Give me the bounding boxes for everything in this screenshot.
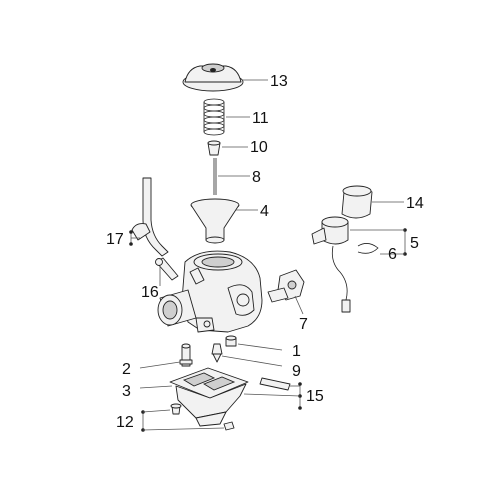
part-14-cap [341, 185, 373, 219]
callout-11: 11 [252, 110, 269, 127]
part-12-screws [170, 403, 235, 431]
part-8-needle [213, 158, 217, 195]
callout-4: 4 [260, 203, 269, 220]
callout-8: 8 [252, 169, 261, 186]
part-13-cover [182, 63, 244, 92]
part-16-screw [155, 257, 179, 281]
part-9-valve [211, 343, 223, 363]
part-6-clip [357, 243, 379, 254]
callout-1: 1 [292, 343, 301, 360]
part-2-holder [179, 343, 193, 367]
carburetor-body [157, 250, 263, 333]
callout-16: 16 [141, 284, 159, 301]
callout-17: 17 [106, 231, 124, 248]
leader-2 [139, 361, 181, 369]
leader-7 [294, 295, 304, 315]
callout-3: 3 [122, 383, 131, 400]
callout-7: 7 [299, 316, 308, 333]
leader-9 [221, 355, 283, 367]
leader-3 [139, 385, 173, 389]
callout-10: 10 [250, 139, 268, 156]
callout-13: 13 [270, 73, 288, 90]
callout-12: 12 [116, 414, 134, 431]
part-5-choke [311, 216, 351, 313]
part-11-spring [203, 98, 225, 136]
callout-15: 15 [306, 388, 324, 405]
part-17-hose [131, 177, 169, 257]
callout-bracket-15 [243, 382, 302, 410]
callout-bracket-17 [129, 230, 140, 246]
callout-9: 9 [292, 363, 301, 380]
callout-5: 5 [410, 235, 419, 252]
part-1-jet [225, 335, 237, 347]
callout-bracket-5 [350, 228, 407, 256]
callout-6: 6 [388, 246, 397, 263]
leader-1 [237, 343, 283, 351]
part-15-pin [259, 377, 291, 391]
part-3-float-bowl [169, 367, 249, 427]
part-7-lever [267, 269, 305, 303]
part-4-slide [190, 198, 240, 244]
callout-14: 14 [406, 195, 424, 212]
callout-2: 2 [122, 361, 131, 378]
callout-bracket-12 [141, 409, 225, 432]
part-10-retainer [207, 140, 221, 156]
